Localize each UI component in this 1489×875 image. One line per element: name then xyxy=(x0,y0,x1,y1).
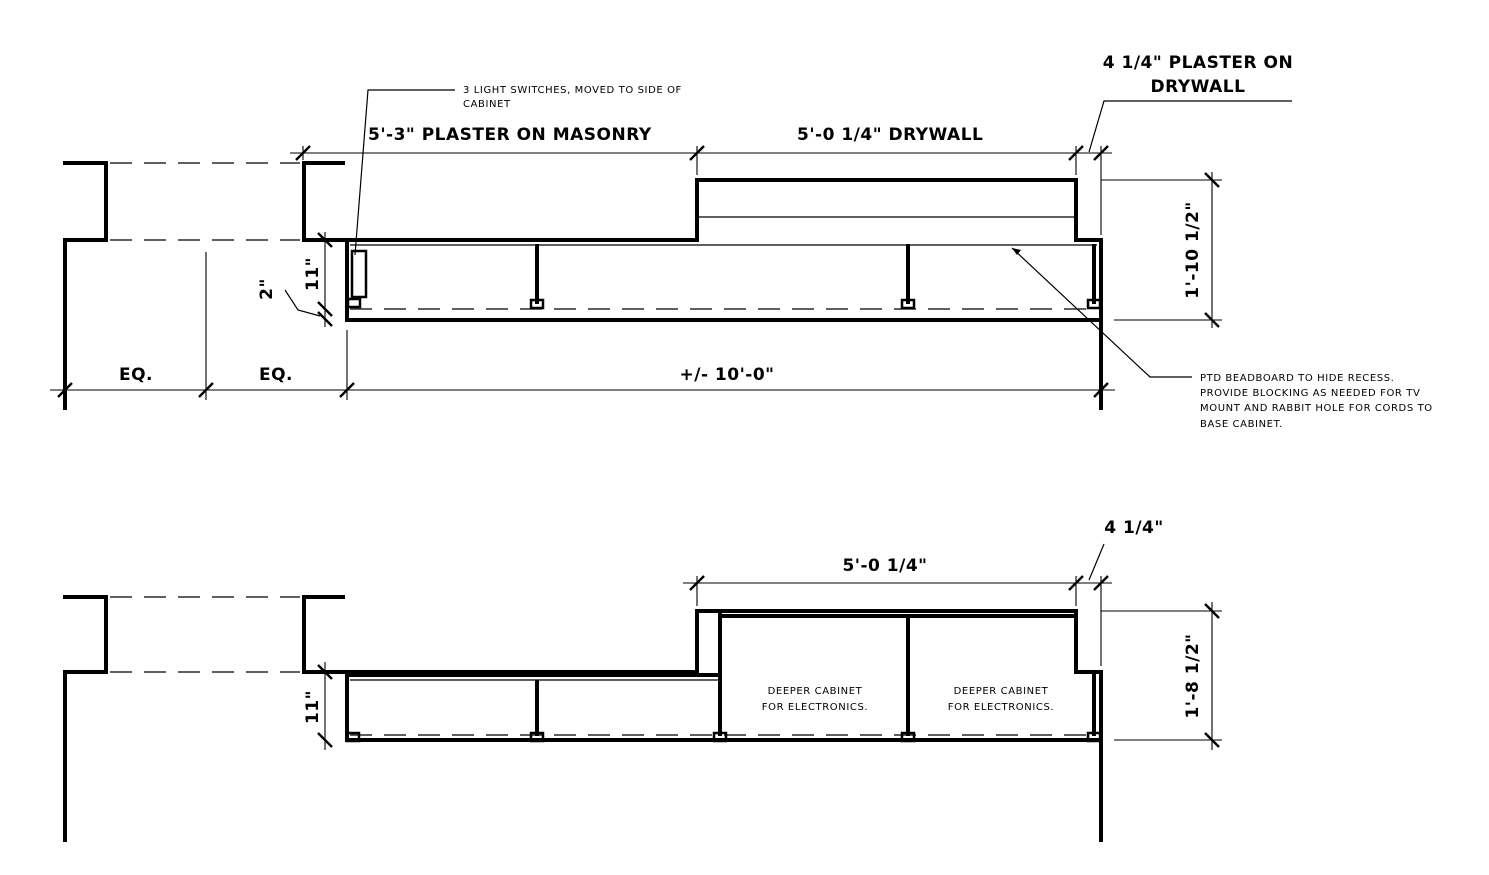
dim-eq-1: EQ. xyxy=(119,365,153,385)
dim-width-bottom: 5'-0 1/4" xyxy=(842,556,927,576)
cabinet-right-line-2: FOR ELECTRONICS. xyxy=(948,702,1054,713)
dimension-tick xyxy=(317,232,333,248)
dimension-tick xyxy=(57,382,73,398)
beadboard-note-line-4: BASE CABINET. xyxy=(1200,419,1283,430)
partition-foot xyxy=(529,731,545,743)
partition-foot xyxy=(345,731,361,743)
partition-foot xyxy=(529,298,545,310)
cabinet-left-line-1: DEEPER CABINET xyxy=(768,686,863,697)
dimension-tick xyxy=(317,311,333,327)
partition-foot xyxy=(1086,731,1102,743)
right-pier xyxy=(302,595,347,674)
dim-plaster-masonry: 5'-3" PLASTER ON MASONRY xyxy=(368,125,652,145)
base-cabinet-outline xyxy=(345,241,1099,322)
dimension-tick xyxy=(1204,312,1220,328)
dimension-tick xyxy=(339,382,355,398)
beadboard-note-line-1: PTD BEADBOARD TO HIDE RECESS. xyxy=(1200,373,1394,384)
dim-depth-top: 1'-10 1/2" xyxy=(1183,201,1203,298)
dimension-tick xyxy=(317,301,333,317)
plaster-drywall-line-2: DRYWALL xyxy=(1151,77,1246,97)
partition-foot xyxy=(712,731,728,743)
dimension-tick xyxy=(317,664,333,680)
beadboard-note-line-3: MOUNT AND RABBIT HOLE FOR CORDS TO xyxy=(1200,403,1433,414)
dimension-tick xyxy=(1204,603,1220,619)
bottom-plan: DEEPER CABINET FOR ELECTRONICS. DEEPER C… xyxy=(63,518,1222,842)
switch-leader-line xyxy=(354,89,455,256)
partition-foot xyxy=(900,298,916,310)
left-wall-pier xyxy=(63,595,108,842)
switch-note-line-2: CABINET xyxy=(463,99,511,110)
light-switch-box xyxy=(350,249,368,299)
two-inch-leader xyxy=(284,289,321,317)
top-plan: 3 LIGHT SWITCHES, MOVED TO SIDE OF CABIN… xyxy=(50,53,1433,430)
four-inch-leader xyxy=(1088,543,1105,581)
cabinet-left-line-2: FOR ELECTRONICS. xyxy=(762,702,868,713)
dim-four-bottom: 4 1/4" xyxy=(1104,518,1163,538)
dimension-tick xyxy=(317,732,333,748)
dimension-tick xyxy=(1093,382,1109,398)
dim-depth-bottom: 1'-8 1/2" xyxy=(1183,633,1203,718)
right-pier xyxy=(302,161,347,242)
partition-foot xyxy=(346,297,362,309)
dim-eleven-top: 11" xyxy=(303,257,323,291)
dim-eleven-bottom: 11" xyxy=(303,690,323,724)
beadboard-note-line-2: PROVIDE BLOCKING AS NEEDED FOR TV xyxy=(1200,388,1420,399)
dim-two-top: 2" xyxy=(257,278,277,300)
wall-with-recess xyxy=(343,609,1103,842)
plaster-leader-line xyxy=(1088,100,1292,153)
wall-with-recess xyxy=(343,178,1103,410)
leader-arrowhead xyxy=(1012,248,1021,255)
plaster-drywall-line-1: 4 1/4" PLASTER ON xyxy=(1103,53,1293,73)
cabinet-right-line-1: DEEPER CABINET xyxy=(954,686,1049,697)
left-wall-pier xyxy=(63,161,108,410)
partition-foot xyxy=(1086,298,1102,310)
dim-overall: +/- 10'-0" xyxy=(679,365,774,385)
beadboard-leader-line xyxy=(1011,247,1192,378)
partition-foot xyxy=(900,731,916,743)
switch-note-line-1: 3 LIGHT SWITCHES, MOVED TO SIDE OF xyxy=(463,85,682,96)
dimension-tick xyxy=(198,382,214,398)
dimension-tick xyxy=(1204,732,1220,748)
dim-drywall: 5'-0 1/4" DRYWALL xyxy=(797,125,983,145)
dimension-tick xyxy=(1204,172,1220,188)
dim-eq-2: EQ. xyxy=(259,365,293,385)
